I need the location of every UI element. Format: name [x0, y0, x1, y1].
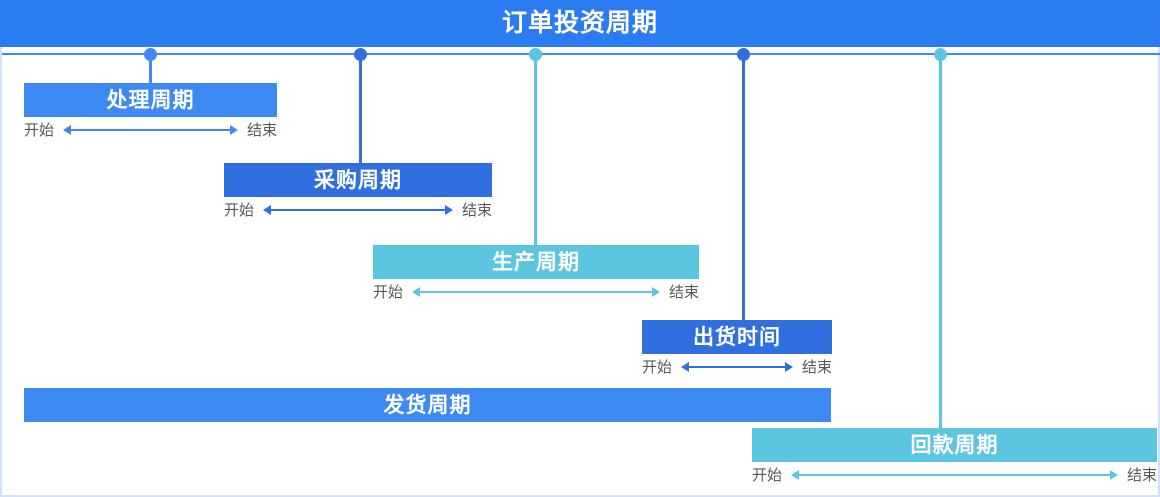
end-label-procurement-cycle: 结束 [461, 201, 492, 219]
timeline-canvas: 处理周期开始结束采购周期开始结束生产周期开始结束出货时间开始结束发货周期回款周期… [0, 47, 1160, 497]
phase-group-procurement-cycle[interactable]: 采购周期开始 结束 [224, 163, 492, 223]
timeline-dot-icon [353, 48, 367, 61]
connector-stem [741, 55, 745, 322]
arrow-left-icon [263, 205, 272, 215]
arrow-right-icon [444, 205, 453, 215]
timeline-axis [2, 53, 1160, 55]
timeline-dot-icon [933, 48, 947, 61]
arrow-right-icon [1109, 470, 1118, 480]
start-label-production-cycle: 开始 [373, 283, 404, 301]
timeline-dot-icon [736, 48, 750, 61]
duration-arrow-production-cycle [412, 286, 660, 298]
duration-arrow-payment-cycle [791, 469, 1118, 481]
phase-endpoints-processing-cycle: 开始 结束 [24, 117, 277, 143]
end-label-production-cycle: 结束 [668, 283, 699, 301]
phase-label-delivery-cycle: 发货周期 [383, 393, 472, 417]
arrow-left-icon [412, 287, 421, 297]
phase-label-payment-cycle: 回款周期 [910, 433, 999, 457]
phase-endpoints-payment-cycle: 开始 结束 [752, 462, 1157, 488]
arrow-line [270, 209, 446, 211]
marker-processing [140, 47, 160, 87]
arrow-left-icon [681, 362, 690, 372]
marker-shipping [733, 47, 753, 324]
timeline-dot-icon [143, 48, 157, 61]
phase-group-shipping-time[interactable]: 出货时间开始 结束 [642, 320, 832, 380]
arrow-left-icon [791, 470, 800, 480]
duration-arrow-processing-cycle [63, 124, 238, 136]
phase-group-processing-cycle[interactable]: 处理周期开始 结束 [24, 83, 277, 143]
phase-group-production-cycle[interactable]: 生产周期开始 结束 [373, 245, 699, 305]
start-label-payment-cycle: 开始 [752, 466, 783, 484]
phase-bar-shipping-time[interactable]: 出货时间 [642, 320, 832, 354]
phase-label-shipping-time: 出货时间 [693, 325, 781, 349]
end-label-payment-cycle: 结束 [1126, 466, 1157, 484]
marker-production [525, 47, 545, 249]
duration-arrow-shipping-time [681, 361, 793, 373]
phase-label-processing-cycle: 处理周期 [106, 88, 195, 112]
connector-stem [148, 55, 152, 85]
arrow-right-icon [229, 125, 238, 135]
phase-bar-delivery-cycle[interactable]: 发货周期 [24, 388, 831, 422]
marker-payment [930, 47, 950, 432]
start-label-shipping-time: 开始 [642, 358, 673, 376]
start-label-processing-cycle: 开始 [24, 121, 55, 139]
phase-endpoints-procurement-cycle: 开始 结束 [224, 197, 492, 223]
arrow-line [419, 291, 653, 293]
connector-stem [358, 55, 362, 165]
end-label-shipping-time: 结束 [801, 358, 832, 376]
arrow-line [70, 129, 231, 131]
marker-procurement [350, 47, 370, 167]
phase-bar-processing-cycle[interactable]: 处理周期 [24, 83, 277, 117]
arrow-line [798, 474, 1111, 476]
phase-bar-procurement-cycle[interactable]: 采购周期 [224, 163, 492, 197]
arrow-left-icon [63, 125, 72, 135]
arrow-line [688, 366, 786, 368]
phase-label-procurement-cycle: 采购周期 [314, 168, 402, 192]
phase-bar-production-cycle[interactable]: 生产周期 [373, 245, 699, 279]
phase-label-production-cycle: 生产周期 [492, 250, 580, 274]
page-title: 订单投资周期 [501, 9, 658, 37]
timeline-dot-icon [528, 48, 542, 61]
arrow-right-icon [784, 362, 793, 372]
phase-group-payment-cycle[interactable]: 回款周期开始 结束 [752, 428, 1157, 488]
page-header: 订单投资周期 [0, 0, 1160, 47]
arrow-right-icon [651, 287, 660, 297]
duration-arrow-procurement-cycle [263, 204, 453, 216]
phase-endpoints-production-cycle: 开始 结束 [373, 279, 699, 305]
phase-endpoints-shipping-time: 开始 结束 [642, 354, 832, 380]
phase-group-delivery-cycle[interactable]: 发货周期 [24, 388, 831, 422]
start-label-procurement-cycle: 开始 [224, 201, 255, 219]
phase-bar-payment-cycle[interactable]: 回款周期 [752, 428, 1157, 462]
connector-stem [938, 55, 942, 430]
end-label-processing-cycle: 结束 [246, 121, 277, 139]
connector-stem [533, 55, 537, 247]
